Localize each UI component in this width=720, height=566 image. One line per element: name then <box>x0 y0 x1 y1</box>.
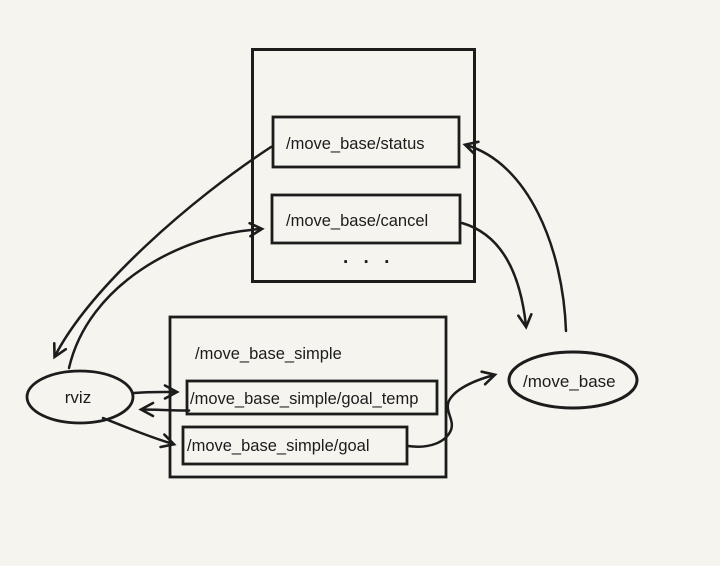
topic-box-goal <box>181 425 409 466</box>
arrow-cancel-to-move-base <box>460 221 533 330</box>
topic-label-goal: /move_base_simple/goal <box>187 437 370 455</box>
move-base-topics-container <box>251 48 476 283</box>
node-ellipse-rviz <box>25 369 135 425</box>
ellipsis-more-topics: . . . <box>343 247 394 268</box>
topic-label-move-base-status: /move_base/status <box>286 135 425 153</box>
container-title-move-base-simple: /move_base_simple <box>195 345 342 363</box>
topic-label-move-base-cancel: /move_base/cancel <box>286 212 428 230</box>
arrows-group <box>52 140 568 449</box>
node-ellipse-move-base <box>507 350 639 410</box>
topic-label-goal-temp: /move_base_simple/goal_temp <box>190 390 418 408</box>
arrow-move-base-to-status <box>462 140 568 333</box>
arrow-rviz-to-goal-temp <box>132 384 180 400</box>
node-label-rviz: rviz <box>65 388 91 407</box>
node-label-move-base: /move_base <box>523 372 616 391</box>
arrow-goal-to-move-base <box>406 370 498 448</box>
arrow-goal-temp-to-rviz <box>138 401 191 418</box>
topic-box-move-base-status <box>271 115 461 169</box>
arrow-rviz-to-goal <box>101 416 177 449</box>
topic-box-goal-temp <box>185 379 439 416</box>
topic-box-move-base-cancel <box>270 193 462 245</box>
arrow-status-to-rviz <box>52 145 273 360</box>
arrow-rviz-to-cancel <box>67 221 265 370</box>
